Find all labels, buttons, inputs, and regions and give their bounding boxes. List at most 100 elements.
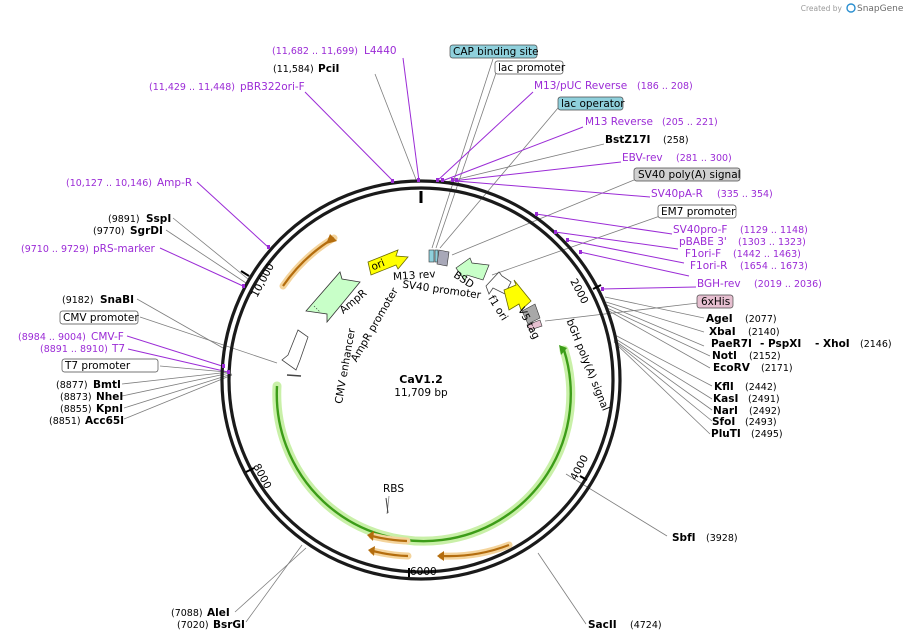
enzyme-kasi: KasI <box>713 393 738 405</box>
enzyme-kpni: KpnI <box>96 403 123 415</box>
primer-pbabe3: pBABE 3' <box>679 236 727 248</box>
primer-m13-puc-reverse: M13/pUC Reverse <box>534 80 627 92</box>
svg-text:(2140): (2140) <box>748 327 780 338</box>
v5tag-box <box>521 303 541 325</box>
enzyme-sgrdi: SgrDI <box>130 225 163 237</box>
enzyme-snabi: SnaBI <box>100 294 134 306</box>
cap-site-box <box>428 249 435 263</box>
boxed-labels: CAP binding site lac promoter lac operat… <box>59 44 741 373</box>
tick-2000 <box>592 284 602 290</box>
cap-binding-site-label: CAP binding site <box>453 46 539 58</box>
svg-text:(1654 .. 1673): (1654 .. 1673) <box>740 261 808 272</box>
svg-text:(8984 .. 9004): (8984 .. 9004) <box>18 332 86 343</box>
inner-features <box>281 249 543 377</box>
tick-4000 <box>579 475 588 481</box>
ampr-promoter-arrow <box>281 329 309 371</box>
enzyme-pspxi: - PspXI <box>760 338 801 350</box>
tick-10000 <box>240 270 250 277</box>
primer-bgh-rev: BGH-rev <box>697 278 741 290</box>
svg-text:(2495): (2495) <box>751 429 783 440</box>
svg-text:(2492): (2492) <box>749 406 781 417</box>
primer-sv40pa-r: SV40pA-R <box>651 188 703 200</box>
svg-text:(3928): (3928) <box>706 533 738 544</box>
svg-text:(205 .. 221): (205 .. 221) <box>662 117 718 128</box>
em7-promoter-label: EM7 promoter <box>661 206 736 218</box>
enzyme-alei: AleI <box>207 607 230 619</box>
svg-text:(1303 .. 1323): (1303 .. 1323) <box>738 237 806 248</box>
cds-feature <box>272 345 576 546</box>
primer-l4440: L4440 <box>364 45 397 57</box>
svg-text:(11,429 .. 11,448): (11,429 .. 11,448) <box>149 82 235 93</box>
enzyme-sspi: SspI <box>146 213 171 225</box>
enzyme-acc65i: Acc65I <box>85 415 124 427</box>
svg-text:(7020): (7020) <box>177 620 209 631</box>
svg-text:(8873): (8873) <box>60 392 92 403</box>
plasmid-name: CaV1.2 <box>399 373 443 386</box>
svg-text:(2442): (2442) <box>745 382 777 393</box>
snapgene-logo-icon <box>846 3 856 13</box>
primer-cmv-f: CMV-F <box>91 331 124 343</box>
tick-label-10000: 10,000 <box>249 261 277 299</box>
watermark-brand: SnapGene <box>857 4 904 14</box>
enzyme-ecorv: EcoRV <box>713 362 751 374</box>
enzyme-pcii: PciI <box>318 63 339 75</box>
svg-text:(11,584): (11,584) <box>273 64 314 75</box>
enzyme-nari: NarI <box>713 405 738 417</box>
ampr-arrow <box>305 271 361 324</box>
svg-text:(2146): (2146) <box>860 339 892 350</box>
svg-text:(2491): (2491) <box>748 394 780 405</box>
svg-text:(9770): (9770) <box>93 226 125 237</box>
svg-text:(8891 .. 8910): (8891 .. 8910) <box>40 344 108 355</box>
svg-text:(2077): (2077) <box>745 314 777 325</box>
svg-text:(9182): (9182) <box>62 295 94 306</box>
enzyme-agei: AgeI <box>706 313 733 325</box>
svg-text:(2171): (2171) <box>761 363 793 374</box>
enzyme-xbai: XbaI <box>709 326 736 338</box>
primer-f1ori-f: F1ori-F <box>685 248 721 260</box>
watermark-created-by: Created by <box>801 4 843 13</box>
cmv-promoter-label: CMV promoter <box>63 312 139 324</box>
svg-text:(2152): (2152) <box>749 351 781 362</box>
svg-text:(7088): (7088) <box>171 608 203 619</box>
svg-text:(10,127 .. 10,146): (10,127 .. 10,146) <box>66 178 152 189</box>
his-tag-box <box>526 319 543 331</box>
svg-text:(9891): (9891) <box>108 214 140 225</box>
plasmid-size: 11,709 bp <box>394 387 448 399</box>
orange-features <box>279 234 513 561</box>
enzyme-sacii: SacII <box>588 619 617 631</box>
svg-text:(281 .. 300): (281 .. 300) <box>676 153 732 164</box>
tick-8000 <box>245 467 255 473</box>
primer-site-markers <box>222 178 604 374</box>
his-tag-label: 6xHis <box>701 296 730 308</box>
ori-label: ori <box>369 257 386 273</box>
m13rev-feature-label: M13 rev <box>393 268 436 283</box>
enzyme-bmti: BmtI <box>93 379 121 391</box>
leader-lines <box>121 57 713 625</box>
svg-text:(1442 .. 1463): (1442 .. 1463) <box>733 249 801 260</box>
svg-text:(186 .. 208): (186 .. 208) <box>637 81 693 92</box>
sv40-polya-label: SV40 poly(A) signal <box>638 169 741 181</box>
primer-ebv-rev: EBV-rev <box>622 152 663 164</box>
t7-promoter-label: T7 promoter <box>64 360 131 372</box>
primer-amp-r: Amp-R <box>157 177 192 189</box>
svg-text:(4724): (4724) <box>630 620 662 631</box>
enzyme-bstz17i: BstZ17I <box>605 134 650 146</box>
backbone <box>220 179 622 581</box>
svg-text:(8855): (8855) <box>60 404 92 415</box>
primer-sv40pro-f: SV40pro-F <box>673 224 727 236</box>
backbone-outer-strand <box>220 179 622 581</box>
enzyme-paer7i: PaeR7I <box>711 338 752 350</box>
backbone-inner-strand <box>227 186 615 574</box>
primer-t7: T7 <box>111 343 125 355</box>
enzyme-pluti: PluTI <box>711 428 741 440</box>
cds-arrowhead <box>559 345 567 355</box>
bsd-arrow <box>455 257 490 282</box>
primer-prs-marker: pRS-marker <box>93 243 156 255</box>
enzyme-labels: (11,584) PciI BstZ17I (258) (9891) SspI … <box>49 63 892 631</box>
cds-arc <box>275 349 572 543</box>
cmv-enhancer-label: CMV enhancer <box>333 327 358 405</box>
svg-text:(11,682 .. 11,699): (11,682 .. 11,699) <box>272 46 358 57</box>
svg-text:(258): (258) <box>663 135 689 146</box>
lac-operator-label: lac operator <box>561 98 625 110</box>
